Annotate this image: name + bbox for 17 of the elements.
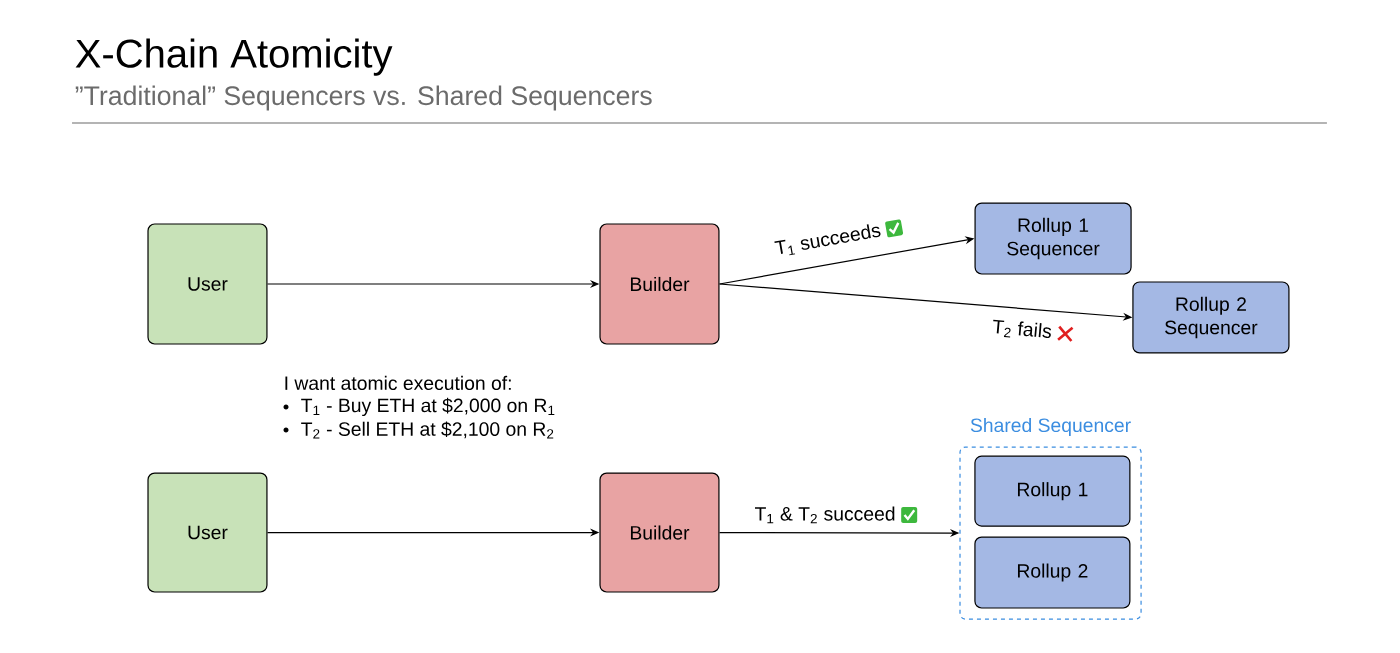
- rollup-box: Rollup 1: [974, 455, 1131, 527]
- builder-box: Builder: [599, 472, 720, 593]
- bullet-item: T$_{2}$ - Sell ETH at $2,100 on R$_{2}$: [301, 421, 554, 439]
- subtitle: ”Traditional” Sequencers vs. Shared Sequencers: [75, 85, 652, 111]
- edge-label: T$_{1}$ succeeds: [774, 224, 881, 256]
- edge-label: T$_{2}$ fails: [993, 319, 1052, 338]
- builder-box: Builder: [599, 223, 720, 345]
- edge-label: T$_{1}$ & T$_{2}$ succeed: [755, 506, 895, 524]
- bullet-item: T$_{1}$ - Buy ETH at $2,000 on R$_{1}$: [301, 397, 555, 417]
- user-box: User: [147, 223, 268, 345]
- title: X-Chain Atomicity: [75, 38, 393, 76]
- rollup-box: Rollup 2: [974, 536, 1131, 609]
- user-box: User: [147, 472, 268, 593]
- node-label: Shared Sequencer: [970, 417, 1131, 436]
- rollup-box: Rollup 2 Sequencer: [1132, 281, 1290, 354]
- note-text: I want atomic execution of:: [285, 375, 511, 391]
- rollup-box: Rollup 1 Sequencer: [974, 202, 1132, 275]
